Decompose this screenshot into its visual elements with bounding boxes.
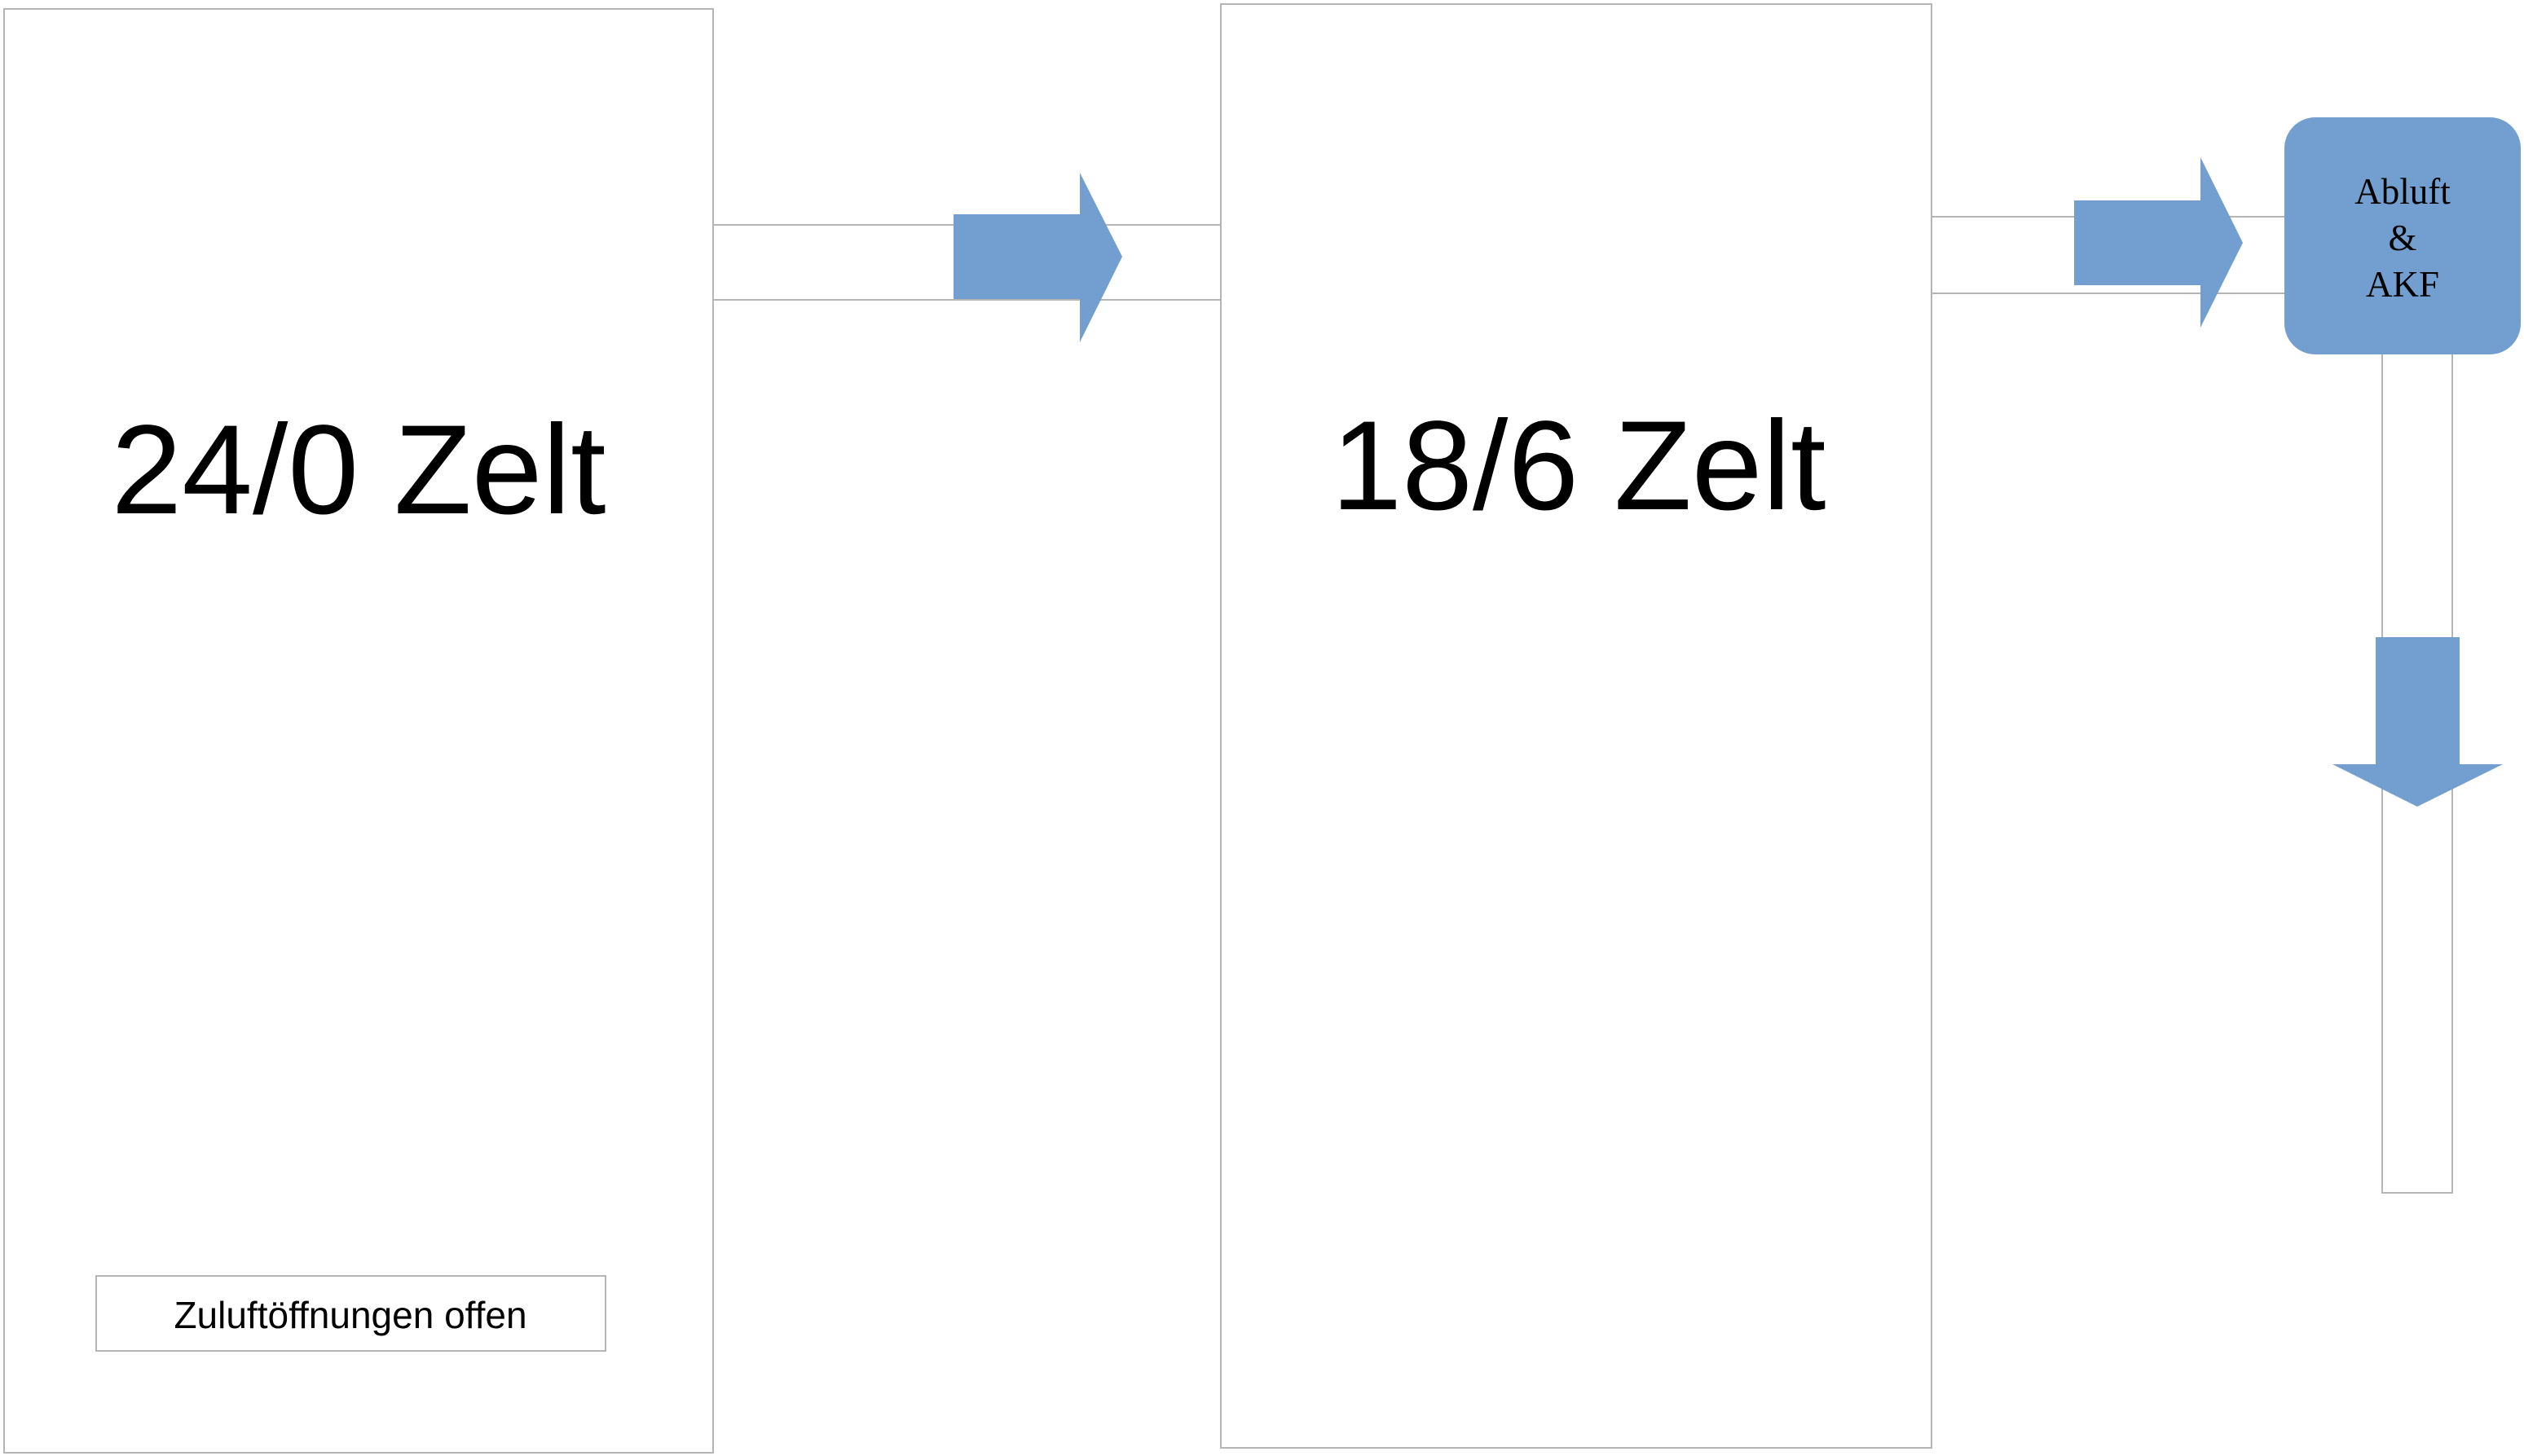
inlet-note-box (95, 1275, 606, 1352)
tent-18-6-label: 18/6 Zelt (1331, 395, 1826, 537)
inlet-note-label: Zuluftöffnungen offen (174, 1294, 526, 1336)
tent-24-0: 24/0 Zelt (3, 8, 714, 1454)
exhaust-unit-line-3: AKF (2366, 264, 2439, 305)
exhaust-unit-line-2: & (2388, 218, 2416, 258)
tent-18-6-box (1220, 3, 1932, 1449)
tent-24-0-box (3, 8, 714, 1454)
tent-24-0-label: 24/0 Zelt (111, 399, 606, 541)
exhaust-unit: Abluft & AKF (2284, 117, 2521, 354)
inlet-note: Zuluftöffnungen offen (95, 1275, 606, 1352)
tent-18-6: 18/6 Zelt (1220, 3, 1932, 1449)
flow-arrow-right-icon (2074, 157, 2243, 328)
flow-arrow-right-icon (954, 173, 1122, 342)
flow-arrow-down-icon (2332, 637, 2503, 807)
exhaust-unit-box (2284, 117, 2521, 354)
exhaust-unit-line-1: Abluft (2354, 171, 2451, 212)
